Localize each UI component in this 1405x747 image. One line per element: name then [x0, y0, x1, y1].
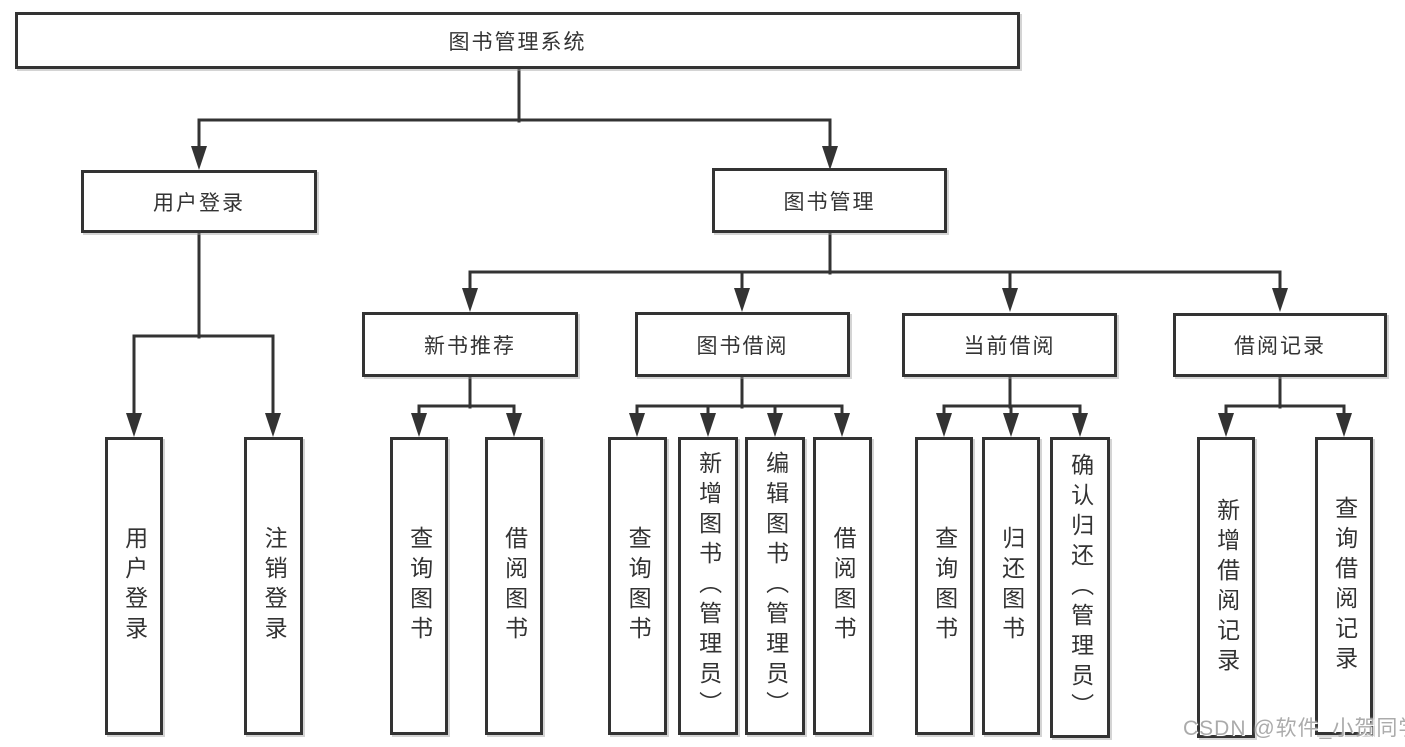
node-book-borrow: 图书借阅 [635, 312, 850, 377]
node-label: 确认归还（管理员） [1067, 452, 1094, 723]
node-label: 当前借阅 [963, 335, 1056, 358]
node-label: 注销登录 [261, 526, 288, 646]
connector-currentborrow-to-leaves [936, 375, 1088, 437]
node-label: 用户登录 [121, 526, 148, 646]
node-label: 图书管理 [783, 190, 876, 214]
node-label: 借阅图书 [830, 526, 857, 646]
node-label: 图书管理系统 [448, 30, 587, 54]
node-label: 借阅记录 [1234, 335, 1326, 358]
leaf-current-return-books: 归还图书 [982, 437, 1040, 735]
connector-root-to-level2 [191, 67, 838, 170]
node-borrow-record: 借阅记录 [1173, 313, 1387, 377]
leaf-borrow-borrow-books: 借阅图书 [813, 437, 872, 735]
node-book-management: 图书管理 [712, 168, 947, 233]
node-label: 查询图书 [931, 526, 958, 646]
node-user-login: 用户登录 [81, 170, 317, 233]
connector-userlogin-to-leaves [126, 231, 281, 437]
connector-newbook-to-leaves [411, 375, 522, 437]
leaf-logout: 注销登录 [244, 437, 303, 735]
node-label: 图书借阅 [696, 334, 789, 358]
leaf-record-add-borrow-record: 新增借阅记录 [1197, 437, 1255, 738]
node-current-borrow: 当前借阅 [902, 313, 1117, 377]
leaf-newbook-borrow-books: 借阅图书 [485, 437, 543, 735]
leaf-borrow-query-books: 查询图书 [608, 437, 667, 735]
leaf-current-query-books: 查询图书 [915, 437, 973, 735]
node-label: 归还图书 [998, 526, 1025, 646]
leaf-current-confirm-return-admin: 确认归还（管理员） [1050, 437, 1110, 738]
leaf-user-login: 用户登录 [105, 437, 163, 735]
node-label: 编辑图书（管理员） [762, 451, 789, 721]
connector-bookborrow-to-leaves [629, 375, 850, 437]
node-label: 新书推荐 [424, 334, 516, 358]
connector-bookmgmt-to-level3 [462, 231, 1288, 312]
connector-borrowrecord-to-leaves [1218, 375, 1352, 437]
node-label: 用户登录 [153, 191, 245, 215]
node-label: 借阅图书 [501, 526, 528, 646]
node-label: 查询图书 [406, 526, 433, 646]
leaf-newbook-query-books: 查询图书 [390, 437, 448, 735]
node-root-system: 图书管理系统 [15, 12, 1020, 69]
node-label: 查询图书 [625, 526, 652, 646]
node-label: 新增图书（管理员） [695, 451, 722, 721]
watermark: CSDN @软件_小贺同学 [1183, 717, 1405, 740]
node-label: 新增借阅记录 [1213, 497, 1240, 678]
leaf-borrow-edit-books-admin: 编辑图书（管理员） [745, 437, 805, 735]
node-new-book-recommend: 新书推荐 [362, 312, 578, 377]
leaf-borrow-add-books-admin: 新增图书（管理员） [678, 437, 738, 735]
leaf-record-query-borrow-record: 查询借阅记录 [1315, 437, 1373, 735]
node-label: 查询借阅记录 [1331, 496, 1358, 676]
